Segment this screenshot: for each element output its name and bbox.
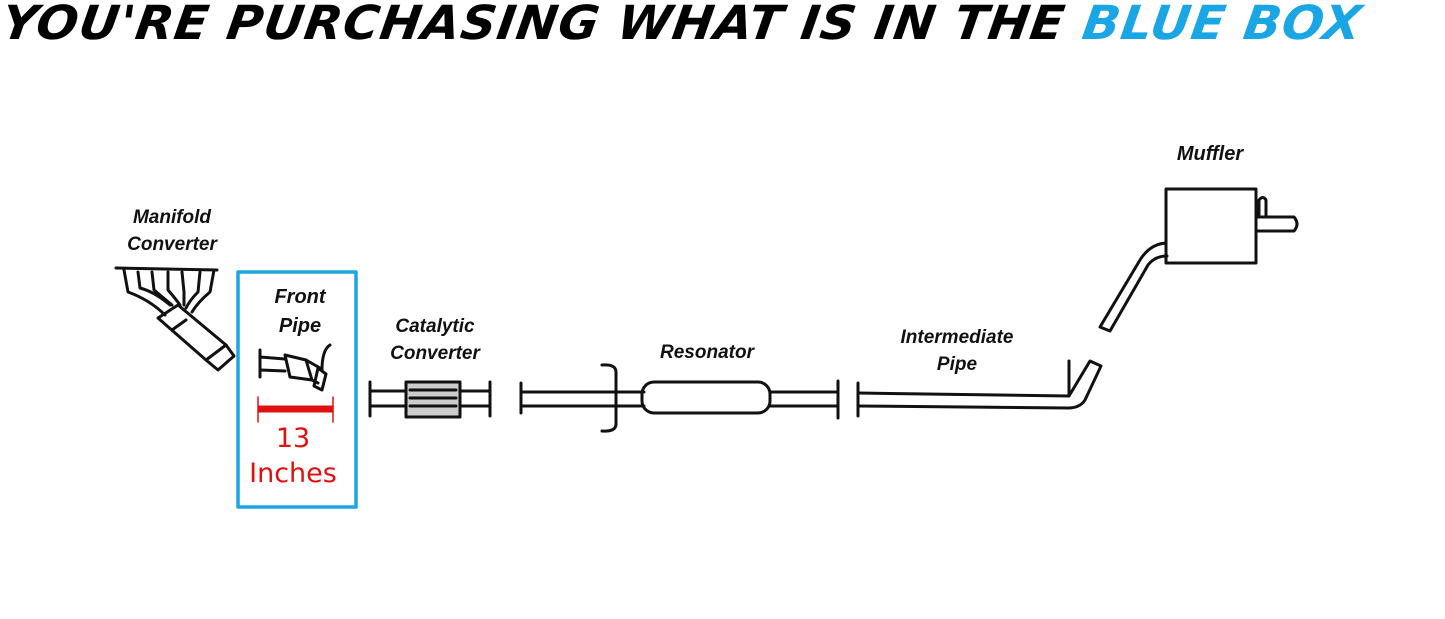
catalytic-converter-label: Catalytic Converter — [390, 313, 480, 367]
intermediate-pipe-label: Intermediate Pipe — [901, 324, 1014, 378]
label-line: Pipe — [278, 315, 322, 337]
muffler-drawing — [1098, 187, 1299, 333]
label-line: Resonator — [660, 342, 754, 363]
label-line: Converter — [127, 234, 217, 255]
measurement-value: 13 — [275, 423, 311, 454]
intermediate-pipe-drawing — [856, 359, 1103, 418]
manifold-converter-drawing — [114, 266, 236, 372]
catalytic-converter-drawing — [368, 380, 492, 419]
manifold-converter-label: Manifold Converter — [127, 204, 217, 258]
front-pipe-drawing — [258, 343, 332, 392]
measurement-unit: Inches — [249, 458, 337, 489]
purchase-highlight-box — [236, 270, 358, 509]
resonator-drawing — [519, 363, 840, 433]
measurement-bar — [257, 396, 334, 423]
label-line: Manifold — [132, 207, 212, 228]
muffler-label: Muffler — [1177, 141, 1243, 168]
resonator-label: Resonator — [660, 339, 754, 366]
label-line: Converter — [390, 343, 480, 364]
label-line: Catalytic — [395, 316, 475, 337]
label-line: Intermediate — [900, 327, 1014, 348]
label-line: Muffler — [1176, 143, 1244, 165]
label-line: Pipe — [936, 354, 978, 375]
label-line: Front — [274, 286, 326, 308]
front-pipe-label: Front Pipe — [274, 283, 325, 341]
